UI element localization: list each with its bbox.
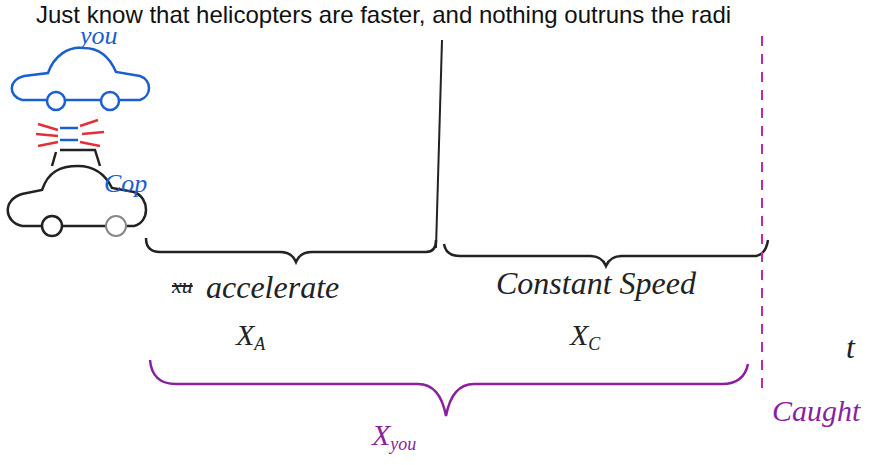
distance-symbol: XC — [570, 318, 600, 355]
caught-line — [761, 36, 763, 390]
phase-label: accelerate — [206, 270, 339, 305]
distance-symbol: Xyou — [372, 418, 416, 455]
note-text: Just know that helicopters are faster, a… — [36, 2, 731, 28]
wheel — [106, 216, 126, 236]
divider-line — [436, 40, 442, 248]
car-outline — [12, 48, 149, 100]
wheel — [101, 92, 119, 110]
car-label: Cop — [104, 170, 147, 199]
phase-label: Constant Speed — [496, 266, 696, 301]
distance-symbol: XA — [236, 318, 265, 355]
event-label: Caught — [772, 394, 860, 427]
wheel — [42, 216, 62, 236]
brace — [146, 238, 436, 262]
crossed-note: xu — [172, 274, 193, 298]
symbol: t — [846, 330, 855, 365]
siren-lines — [36, 120, 104, 146]
brace — [150, 360, 748, 416]
brace — [444, 240, 768, 266]
car-label: you — [80, 22, 118, 51]
wheel — [47, 92, 65, 110]
